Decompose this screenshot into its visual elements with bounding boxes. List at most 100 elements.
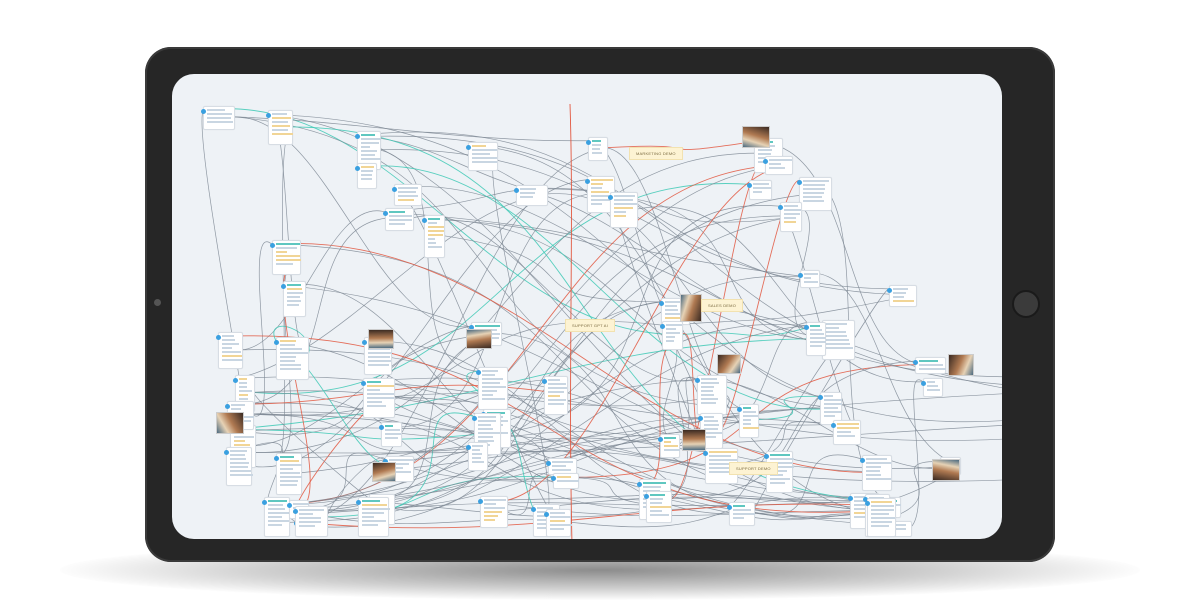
connection-edge[interactable] — [251, 321, 663, 416]
node-port-icon[interactable] — [223, 450, 229, 456]
node-port-icon[interactable] — [726, 504, 732, 510]
node-port-icon[interactable] — [804, 324, 810, 330]
flow-node[interactable] — [544, 509, 572, 537]
node-port-icon[interactable] — [797, 273, 803, 279]
connection-edge[interactable] — [668, 360, 916, 499]
flow-node[interactable] — [477, 496, 508, 529]
connection-edge[interactable] — [378, 149, 478, 372]
flow-node[interactable] — [797, 176, 833, 211]
connection-edge[interactable] — [357, 165, 840, 410]
node-port-icon[interactable] — [658, 300, 664, 306]
node-port-icon[interactable] — [550, 476, 556, 482]
node-port-icon[interactable] — [530, 507, 536, 512]
connection-edge[interactable] — [668, 377, 698, 499]
connection-edge[interactable] — [479, 164, 791, 503]
connection-edge[interactable] — [294, 192, 831, 512]
node-port-icon[interactable] — [660, 324, 666, 330]
flow-node[interactable] — [356, 497, 390, 537]
flow-node[interactable] — [886, 284, 917, 307]
flow-node[interactable] — [466, 441, 489, 471]
node-port-icon[interactable] — [886, 287, 892, 293]
node-port-icon[interactable] — [215, 335, 221, 341]
flow-node[interactable] — [585, 136, 608, 161]
connection-edge[interactable] — [364, 340, 753, 515]
connection-edge[interactable] — [225, 152, 782, 453]
connection-edge[interactable] — [505, 496, 876, 512]
connection-edge[interactable] — [300, 393, 1002, 459]
flow-node[interactable] — [737, 403, 759, 438]
flow-node[interactable] — [817, 392, 842, 426]
flow-node[interactable] — [819, 319, 855, 360]
node-port-icon[interactable] — [354, 134, 360, 140]
connection-edge[interactable] — [400, 431, 660, 439]
connection-edge[interactable] — [492, 155, 550, 514]
connection-edge[interactable] — [378, 135, 1002, 385]
flow-node[interactable] — [465, 141, 498, 171]
connection-edge[interactable] — [479, 493, 878, 511]
flow-node[interactable] — [215, 332, 244, 370]
connection-edge[interactable] — [662, 294, 915, 326]
node-port-icon[interactable] — [920, 380, 926, 386]
connection-edge[interactable] — [394, 185, 853, 341]
node-port-icon[interactable] — [913, 359, 919, 365]
flow-node[interactable] — [695, 375, 728, 416]
node-port-icon[interactable] — [778, 205, 784, 211]
label-support-demo[interactable]: SUPPORT DEMO — [729, 462, 778, 475]
node-port-icon[interactable] — [273, 339, 279, 345]
flow-node[interactable] — [541, 375, 568, 415]
flow-node[interactable] — [797, 270, 820, 289]
node-port-icon[interactable] — [379, 424, 385, 430]
connection-edge[interactable] — [384, 188, 614, 213]
node-port-icon[interactable] — [764, 453, 770, 459]
connection-edge[interactable] — [233, 116, 740, 409]
node-port-icon[interactable] — [697, 416, 703, 422]
flow-node[interactable] — [660, 321, 684, 351]
flow-node[interactable] — [778, 202, 803, 233]
node-port-icon[interactable] — [817, 395, 823, 401]
label-support-gpt-ai[interactable]: SUPPORT GPT AI — [565, 319, 615, 332]
connection-edge[interactable] — [381, 192, 614, 428]
connection-edge[interactable] — [569, 496, 866, 528]
node-port-icon[interactable] — [281, 284, 287, 290]
connection-edge[interactable] — [635, 206, 923, 383]
flow-node[interactable] — [360, 377, 395, 418]
connection-edge[interactable] — [668, 159, 765, 500]
flow-node[interactable] — [265, 110, 293, 146]
connection-edge[interactable] — [681, 323, 822, 337]
connection-edge[interactable] — [240, 210, 385, 351]
node-port-icon[interactable] — [830, 423, 836, 429]
node-port-icon[interactable] — [383, 458, 389, 464]
node-port-icon[interactable] — [360, 380, 366, 386]
node-port-icon[interactable] — [737, 406, 742, 412]
flow-node[interactable] — [475, 367, 508, 411]
node-port-icon[interactable] — [636, 482, 642, 488]
flow-node[interactable] — [292, 506, 328, 537]
connection-edge[interactable] — [235, 376, 792, 472]
flow-node[interactable] — [550, 473, 579, 490]
connection-edge[interactable] — [799, 272, 959, 466]
connection-edge[interactable] — [362, 381, 726, 407]
node-port-icon[interactable] — [355, 166, 361, 172]
connection-edge[interactable] — [251, 241, 273, 417]
connection-edge[interactable] — [508, 426, 534, 509]
flow-node[interactable] — [392, 183, 423, 206]
flow-node[interactable] — [913, 356, 947, 374]
connection-edge[interactable] — [283, 284, 959, 469]
connection-edge[interactable] — [756, 395, 820, 421]
node-port-icon[interactable] — [797, 179, 803, 185]
node-port-icon[interactable] — [863, 497, 869, 502]
flow-node[interactable] — [379, 421, 403, 447]
flow-node[interactable] — [864, 498, 896, 537]
node-port-icon[interactable] — [475, 370, 481, 376]
node-port-icon[interactable] — [472, 415, 478, 421]
connection-edge[interactable] — [306, 452, 386, 510]
flow-node[interactable] — [920, 377, 943, 397]
connection-edge[interactable] — [251, 411, 729, 510]
flow-node[interactable] — [261, 497, 290, 537]
node-port-icon[interactable] — [762, 159, 768, 165]
node-port-icon[interactable] — [860, 458, 866, 464]
node-port-icon[interactable] — [465, 144, 471, 150]
node-port-icon[interactable] — [747, 183, 753, 189]
connection-edge[interactable] — [358, 500, 671, 518]
connection-edge[interactable] — [325, 457, 386, 521]
